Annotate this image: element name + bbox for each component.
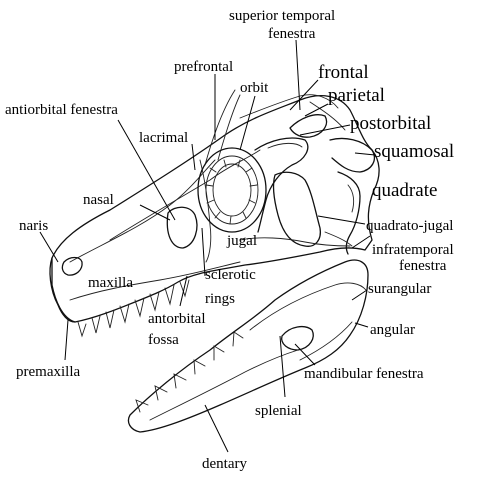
label-prefrontal: prefrontal bbox=[174, 59, 233, 75]
leader-nasal bbox=[139, 204, 171, 221]
label-naris: naris bbox=[19, 218, 48, 234]
leader-sclerotic bbox=[201, 227, 206, 277]
leader-parietal bbox=[304, 103, 329, 117]
leader-dentary bbox=[204, 404, 229, 453]
label-antorbital-line2: fossa bbox=[148, 332, 179, 348]
label-lacrimal: lacrimal bbox=[139, 130, 188, 146]
label-quadrato-jugal: quadrato-jugal bbox=[366, 218, 453, 234]
label-squamosal: squamosal bbox=[374, 141, 454, 162]
leader-superior-temporal bbox=[295, 39, 301, 111]
label-postorbital: postorbital bbox=[350, 113, 431, 134]
leader-splenial bbox=[279, 335, 286, 398]
leader-mandibular-fenestra bbox=[294, 343, 316, 366]
leader-quadrato-jugal bbox=[317, 215, 366, 225]
leader-frontal bbox=[289, 79, 319, 111]
label-jugal: jugal bbox=[226, 233, 257, 249]
label-quadrate: quadrate bbox=[372, 180, 437, 201]
label-infratemporal-line2: fenestra bbox=[399, 258, 447, 274]
label-antorbital-line1: antorbital bbox=[148, 311, 205, 327]
label-sclerotic-line1: sclerotic bbox=[205, 267, 256, 283]
leader-antiorbital bbox=[117, 119, 176, 221]
leader-squamosal bbox=[354, 152, 376, 156]
leader-orbit bbox=[239, 95, 256, 151]
label-superior-temporal-line1: superior temporal bbox=[229, 8, 335, 24]
label-antiorbital-fenestra: antiorbital fenestra bbox=[5, 102, 118, 118]
label-maxilla: maxilla bbox=[88, 275, 133, 291]
label-sclerotic-line2: rings bbox=[205, 291, 235, 307]
label-dentary: dentary bbox=[202, 456, 247, 472]
label-surangular: surangular bbox=[368, 281, 431, 297]
leader-lines bbox=[39, 39, 376, 453]
label-parietal: parietal bbox=[328, 85, 385, 106]
label-premaxilla: premaxilla bbox=[16, 364, 80, 380]
leader-naris bbox=[39, 231, 59, 263]
label-splenial: splenial bbox=[255, 403, 302, 419]
label-mandibular-fenestra: mandibular fenestra bbox=[304, 366, 424, 382]
leader-premaxilla bbox=[64, 319, 69, 361]
label-orbit: orbit bbox=[240, 80, 269, 96]
leader-antorbital-fossa bbox=[179, 275, 188, 307]
label-frontal: frontal bbox=[318, 62, 369, 83]
leader-infratemporal bbox=[351, 235, 371, 249]
label-superior-temporal-line2: fenestra bbox=[268, 26, 316, 42]
label-angular: angular bbox=[370, 322, 415, 338]
leader-angular bbox=[354, 322, 369, 328]
leader-surangular bbox=[351, 289, 368, 301]
label-infratemporal-line1: infratemporal bbox=[372, 242, 454, 258]
leader-postorbital bbox=[299, 124, 351, 136]
labels: superior temporal fenestra prefrontal fr… bbox=[5, 8, 454, 472]
skull-outline bbox=[49, 89, 380, 338]
leader-lacrimal bbox=[191, 143, 196, 171]
mandible-outline bbox=[127, 259, 369, 433]
label-nasal: nasal bbox=[83, 192, 114, 208]
